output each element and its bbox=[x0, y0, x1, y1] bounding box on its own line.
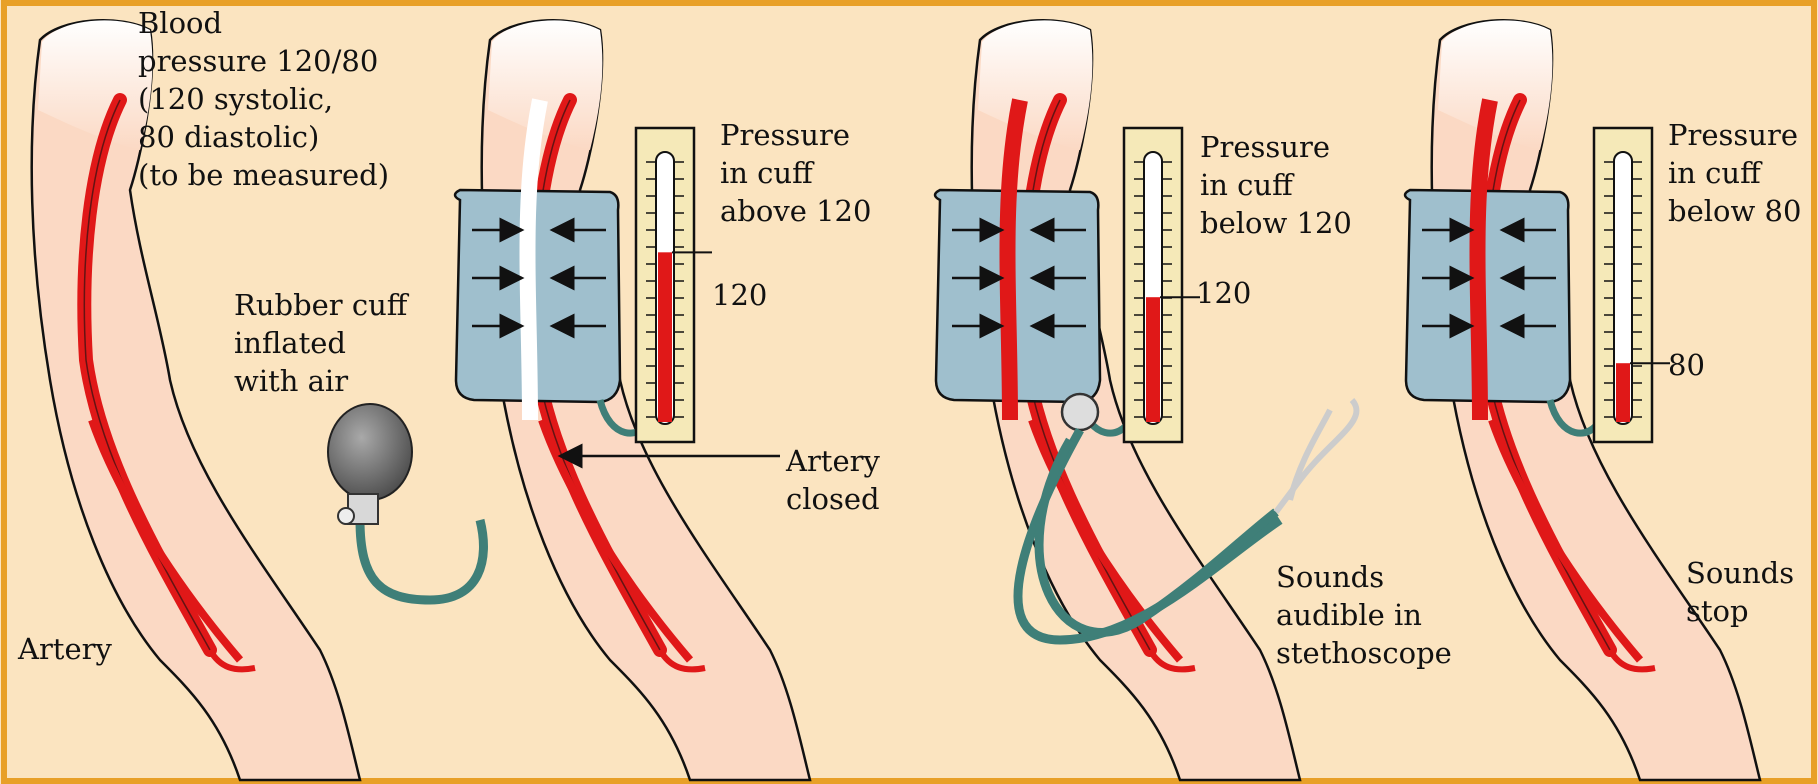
pressure-below-80-label: Pressure in cuff below 80 bbox=[1668, 116, 1801, 230]
rubber-cuff-line: inflated bbox=[234, 324, 407, 362]
sounds-line: stethoscope bbox=[1276, 634, 1452, 672]
bp-note-line: 80 diastolic) bbox=[138, 118, 389, 156]
cuff bbox=[455, 190, 620, 402]
pressure-below-120-label: Pressure in cuff below 120 bbox=[1200, 128, 1352, 242]
pressure-line: in cuff bbox=[720, 154, 871, 192]
gauge-2-tick-label: 120 bbox=[1196, 276, 1251, 310]
bp-note-line: Blood bbox=[138, 4, 389, 42]
gauge-1-tick-label: 120 bbox=[712, 278, 767, 312]
bp-note-line: (to be measured) bbox=[138, 156, 389, 194]
gauge-3-tick-label: 80 bbox=[1668, 348, 1705, 382]
pressure-line: Pressure bbox=[1668, 116, 1801, 154]
mercury-manometer-3 bbox=[1594, 128, 1670, 442]
bp-note: Blood pressure 120/80 (120 systolic, 80 … bbox=[138, 4, 389, 194]
rubber-cuff-line: with air bbox=[234, 362, 407, 400]
pressure-line: Pressure bbox=[720, 116, 871, 154]
pressure-line: below 120 bbox=[1200, 204, 1352, 242]
pressure-line: above 120 bbox=[720, 192, 871, 230]
pressure-line: below 80 bbox=[1668, 192, 1801, 230]
valve-knob bbox=[338, 508, 354, 524]
bp-note-line: pressure 120/80 bbox=[138, 42, 389, 80]
bp-note-line: (120 systolic, bbox=[138, 80, 389, 118]
inflation-bulb bbox=[328, 404, 483, 600]
cuff bbox=[935, 190, 1100, 402]
pressure-line: in cuff bbox=[1668, 154, 1801, 192]
mercury-column bbox=[1146, 297, 1160, 422]
mercury-manometer-2 bbox=[1124, 128, 1200, 442]
artery-closed-label: Artery closed bbox=[786, 442, 880, 518]
rubber-cuff-label: Rubber cuff inflated with air bbox=[234, 286, 407, 400]
artery-closed-line: Artery bbox=[786, 442, 880, 480]
mercury-column bbox=[1616, 363, 1630, 422]
sounds-line: audible in bbox=[1276, 596, 1452, 634]
mercury-column bbox=[658, 252, 672, 422]
ear-tube bbox=[1276, 400, 1356, 512]
sounds-stop-label: Sounds stop bbox=[1686, 554, 1794, 630]
mercury-manometer-1 bbox=[636, 128, 712, 442]
pressure-line: in cuff bbox=[1200, 166, 1352, 204]
bulb-tube bbox=[360, 520, 483, 600]
sounds-audible-label: Sounds audible in stethoscope bbox=[1276, 558, 1452, 672]
bulb bbox=[328, 404, 412, 500]
artery-closed-line: closed bbox=[786, 480, 880, 518]
sounds-line: stop bbox=[1686, 592, 1794, 630]
cuff bbox=[1405, 190, 1570, 402]
artery-label: Artery bbox=[18, 630, 112, 668]
sounds-line: Sounds bbox=[1686, 554, 1794, 592]
sounds-line: Sounds bbox=[1276, 558, 1452, 596]
pressure-above-label: Pressure in cuff above 120 bbox=[720, 116, 871, 230]
rubber-cuff-line: Rubber cuff bbox=[234, 286, 407, 324]
pressure-line: Pressure bbox=[1200, 128, 1352, 166]
chest-piece bbox=[1062, 394, 1098, 430]
